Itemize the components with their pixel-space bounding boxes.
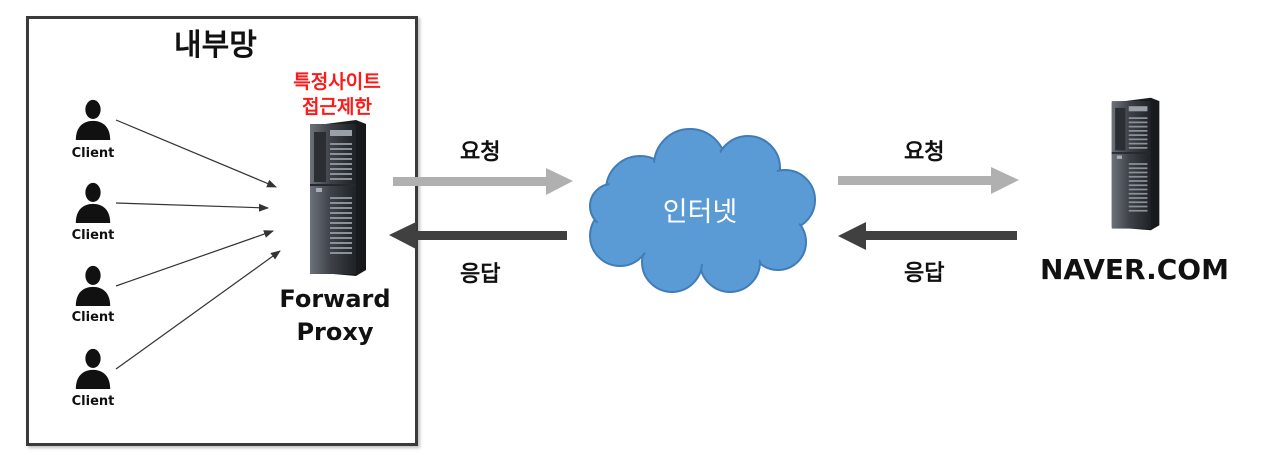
client-icon-4 xyxy=(75,348,111,389)
proxy-label-line-1: Forward xyxy=(279,285,391,313)
client-icon-2 xyxy=(75,182,111,223)
client-arrow-2 xyxy=(115,202,269,212)
client-icon-3 xyxy=(75,265,111,306)
client-label-1: Client xyxy=(71,146,115,161)
client-label-2: Client xyxy=(71,228,115,243)
right-response-arrow xyxy=(838,222,1017,250)
client-label-3: Client xyxy=(71,310,115,325)
restriction-label: 특정사이트 접근제한 xyxy=(262,70,412,120)
right-request-arrow xyxy=(838,167,1019,194)
restriction-line-1: 특정사이트 xyxy=(293,71,381,93)
internet-label: 인터넷 xyxy=(662,197,738,228)
proxy-label-line-2: Proxy xyxy=(296,318,374,346)
client-arrow-1 xyxy=(115,119,277,188)
client-arrow-4 xyxy=(115,250,281,370)
left-request-label: 요청 xyxy=(460,140,501,165)
left-response-label: 응답 xyxy=(460,262,501,287)
right-request-label: 요청 xyxy=(904,140,945,165)
client-label-4: Client xyxy=(71,394,115,409)
left-request-arrow xyxy=(393,168,573,195)
naver-label: NAVER.COM xyxy=(1040,253,1229,286)
client-arrow-3 xyxy=(115,230,274,287)
naver-server-icon xyxy=(1110,96,1161,232)
left-response-arrow xyxy=(389,222,567,249)
client-icon-1 xyxy=(75,99,111,140)
restriction-line-2: 접근제한 xyxy=(302,96,372,118)
internal-network-title: 내부망 xyxy=(174,28,257,63)
right-response-label: 응답 xyxy=(904,261,945,286)
proxy-server-icon xyxy=(308,118,368,278)
proxy-label: Forward Proxy xyxy=(250,283,420,349)
